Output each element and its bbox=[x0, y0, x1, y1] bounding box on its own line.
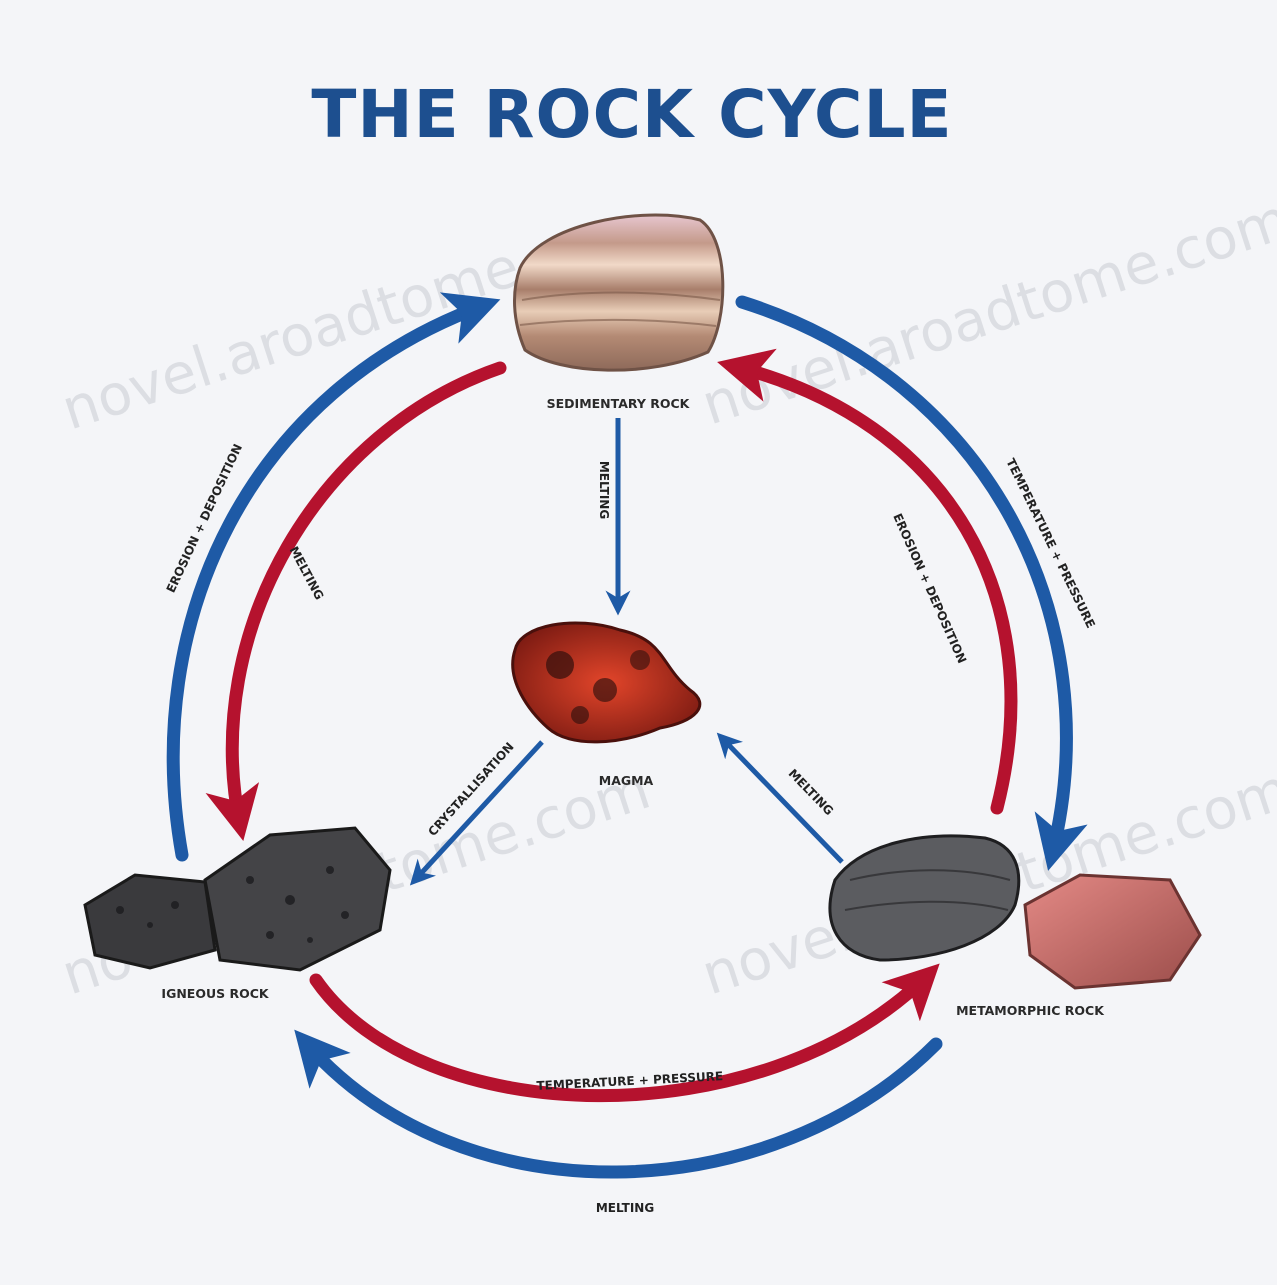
label-sedimentary-rock: SEDIMENTARY ROCK bbox=[547, 396, 691, 411]
igneous-rock-illustration bbox=[85, 828, 390, 970]
process-sed-to-magma: MELTING bbox=[597, 461, 611, 519]
label-metamorphic-rock: METAMORPHIC ROCK bbox=[956, 1003, 1105, 1018]
label-magma: MAGMA bbox=[599, 773, 654, 788]
process-sed-to-ign: MELTING bbox=[287, 544, 327, 602]
arrow-sedimentary-to-igneous bbox=[232, 368, 500, 825]
process-met-to-ign: MELTING bbox=[596, 1201, 654, 1215]
diagram-title: THE ROCK CYCLE bbox=[311, 76, 952, 153]
process-met-to-sed: EROSION + DEPOSITION bbox=[890, 511, 969, 665]
arrow-metamorphic-to-sedimentary bbox=[733, 366, 1011, 808]
arrow-metamorphic-to-igneous bbox=[305, 1042, 936, 1172]
label-igneous-rock: IGNEOUS ROCK bbox=[161, 986, 269, 1001]
magma-illustration bbox=[513, 623, 700, 742]
